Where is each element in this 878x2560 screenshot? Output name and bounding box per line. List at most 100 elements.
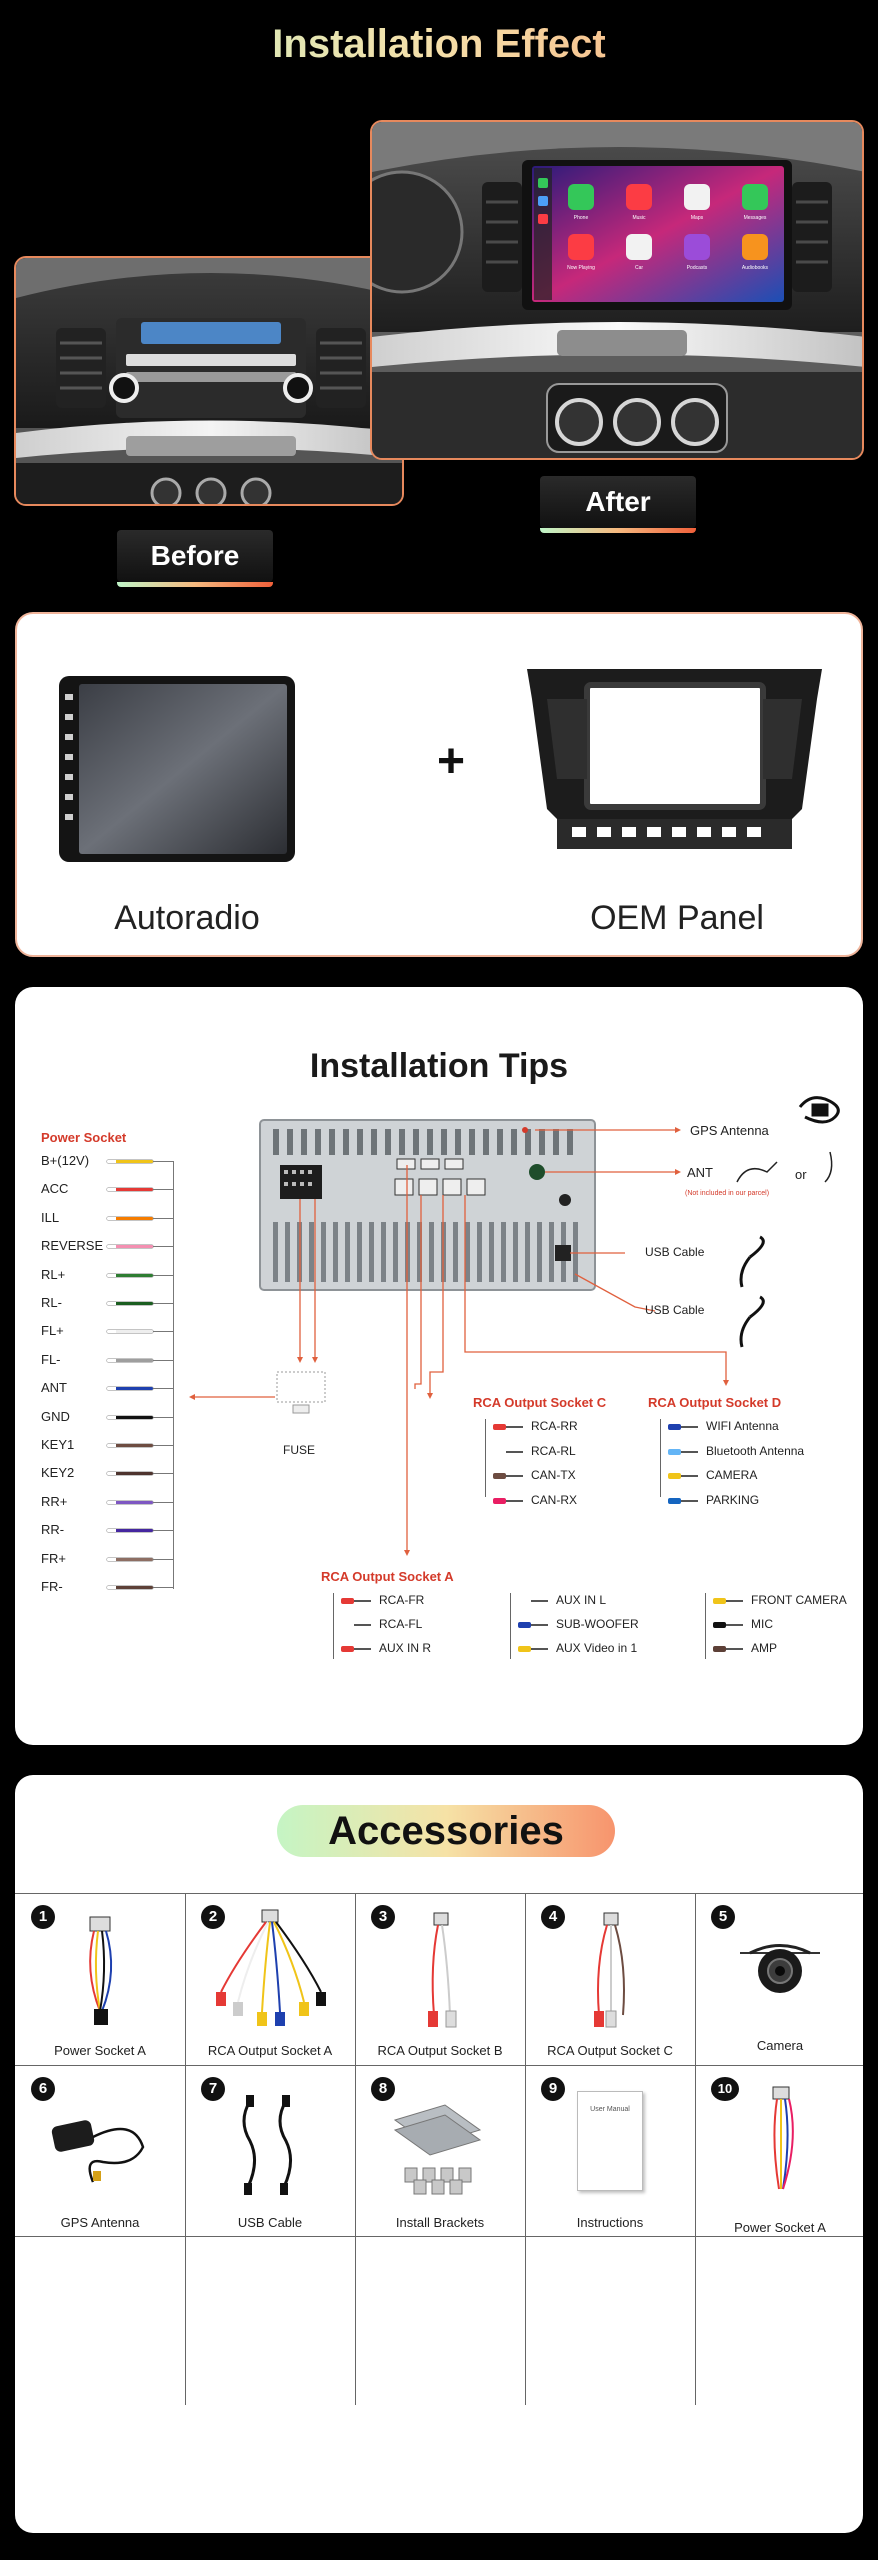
installation-tips-card: Installation Tips Power Socket B+(12V)AC… — [15, 987, 863, 1745]
power-socket-pin: RR- — [41, 1522, 65, 1538]
socket-c-title: RCA Output Socket C — [473, 1395, 607, 1410]
power-socket-pin: FR- — [41, 1579, 63, 1594]
connector-plug — [493, 1423, 523, 1431]
or-label: or — [795, 1167, 807, 1182]
power-socket-wire — [107, 1188, 153, 1192]
accessory-number: 9 — [541, 2077, 565, 2101]
after-label: After — [585, 486, 651, 517]
grid-line — [15, 2065, 863, 2066]
bracket-tick — [153, 1445, 173, 1446]
accessory-power-socket-a-2: 10 Power Socket A — [695, 2065, 865, 2237]
power-socket-title: Power Socket — [41, 1130, 127, 1145]
accessory-power-socket-a: 1 Power Socket A — [15, 1893, 185, 2065]
app-audiobooks: Audiobooks — [742, 265, 769, 271]
group-bracket — [485, 1419, 486, 1497]
accessory-label: RCA Output Socket B — [377, 2043, 503, 2058]
connector-plug — [341, 1645, 371, 1653]
before-photo — [14, 256, 404, 506]
power-socket-wire — [107, 1557, 153, 1561]
accessory-usb-cable: 7 USB Cable — [185, 2065, 355, 2237]
camera-image — [740, 1944, 820, 1993]
power-socket-wire — [107, 1500, 153, 1504]
connector-label: WIFI Antenna — [706, 1419, 779, 1433]
connector-plug — [518, 1645, 548, 1653]
bracket-tick — [153, 1473, 173, 1475]
connector-label: MIC — [751, 1617, 773, 1631]
after-tag: After — [540, 476, 696, 533]
accessory-label: RCA Output Socket C — [547, 2043, 673, 2058]
connector-label: SUB-WOOFER — [556, 1617, 639, 1631]
connector-label: AMP — [751, 1641, 778, 1655]
oem-panel-image — [527, 669, 822, 849]
power-socket-pin: FL- — [41, 1351, 61, 1367]
accessory-install-brackets: 8 Install Brackets — [355, 2065, 525, 2237]
connector-label: RCA-RL — [531, 1443, 576, 1458]
accessory-label: Power Socket A — [54, 2043, 146, 2058]
connector-label: AUX Video in 1 — [556, 1641, 638, 1655]
instructions-image: User Manual — [577, 2091, 643, 2191]
power-socket-pin: KEY2 — [41, 1465, 75, 1481]
accessory-number: 8 — [371, 2077, 395, 2101]
bracket-tick — [153, 1388, 173, 1390]
connector-label: RCA-FR — [379, 1593, 425, 1607]
bracket-tick — [153, 1501, 173, 1503]
power-socket-pin: RL- — [41, 1295, 62, 1310]
grid-line — [15, 2236, 863, 2237]
connector-plug — [713, 1645, 743, 1653]
power-socket-pin: ACC — [41, 1181, 69, 1197]
connector-label: AUX IN R — [379, 1641, 432, 1655]
connector-plug — [493, 1472, 523, 1480]
connector-plug — [668, 1497, 698, 1505]
bracket-tick — [153, 1303, 173, 1304]
fuse-label: FUSE — [283, 1443, 316, 1457]
power-socket-wire — [107, 1358, 153, 1362]
accessory-number: 5 — [711, 1905, 735, 1929]
power-socket-wire — [107, 1415, 153, 1419]
power-socket-pin: ILL — [41, 1209, 60, 1225]
accessory-rca-output-socket-c: 4 RCA Output Socket C — [525, 1893, 695, 2065]
power-socket-wire — [107, 1444, 153, 1447]
connector-label: Bluetooth Antenna — [706, 1443, 805, 1458]
autoradio-image — [59, 676, 295, 862]
app-phone: Phone — [574, 215, 589, 221]
power-socket-pin: FL+ — [41, 1323, 64, 1339]
accessory-gps-antenna: 6 GPS Antenna — [15, 2065, 185, 2237]
app-maps: Maps — [691, 215, 704, 221]
accessory-number: 10 — [711, 2077, 739, 2101]
plus-sign: + — [437, 735, 466, 788]
connector-label: RCA-RR — [531, 1419, 578, 1433]
connector-label: RCA-FL — [379, 1617, 423, 1631]
bracket-tick — [153, 1587, 173, 1588]
ant-note: (Not included in our parcel) — [685, 1190, 770, 1197]
power-socket-wire — [107, 1245, 153, 1249]
accessory-label: GPS Antenna — [60, 2215, 140, 2230]
connector-label: CAMERA — [706, 1468, 758, 1482]
app-messages: Messages — [744, 215, 767, 221]
oem-panel-label: OEM Panel — [590, 899, 764, 937]
bracket-tick — [153, 1274, 173, 1276]
group-bracket — [705, 1593, 706, 1659]
group-bracket — [660, 1419, 661, 1497]
installation-effect-title: Installation Effect — [0, 22, 878, 67]
grid-line — [15, 1893, 863, 1894]
accessory-number: 3 — [371, 1905, 395, 1929]
power-socket-pin: B+(12V) — [41, 1153, 90, 1168]
grid-line — [185, 1893, 186, 2405]
accessory-label: RCA Output Socket A — [207, 2043, 333, 2058]
bracket-tick — [153, 1416, 173, 1418]
accessory-label: Instructions — [576, 2215, 644, 2230]
manual-cover-text: User Manual — [590, 2106, 630, 2113]
bracket-tick — [153, 1359, 173, 1361]
connector-plug — [341, 1621, 371, 1629]
rca-socket-a-image — [216, 1909, 326, 2026]
before-label: Before — [150, 540, 240, 571]
connector-plug — [518, 1621, 548, 1629]
connector-label: CAN-RX — [531, 1492, 578, 1507]
gps-antenna-image — [51, 2120, 145, 2183]
accessory-number: 6 — [31, 2077, 55, 2101]
bracket-tick — [153, 1189, 173, 1191]
power-socket-wire — [107, 1586, 153, 1589]
accessory-number: 2 — [201, 1905, 225, 1929]
accessory-number: 4 — [541, 1905, 565, 1929]
power-socket-image — [772, 2086, 794, 2190]
